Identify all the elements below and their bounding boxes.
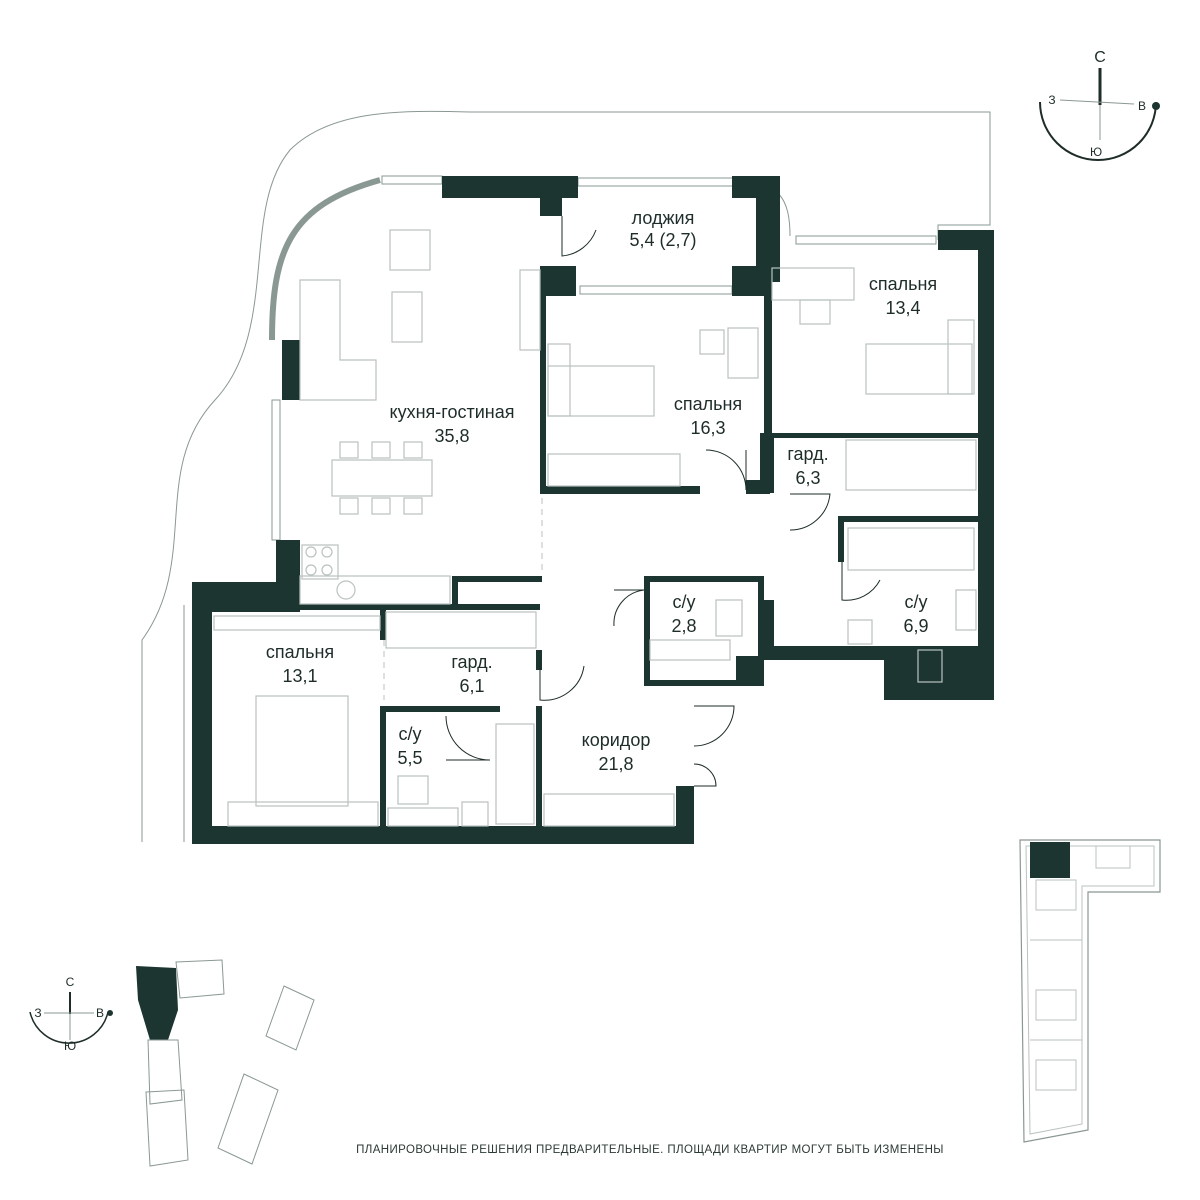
compass-main-north: С [1094, 49, 1106, 66]
compass-main-west: З [1048, 93, 1055, 107]
room-kitchen-area: 35,8 [434, 426, 469, 446]
compass-small: С Ю З В [29, 975, 113, 1053]
room-bath1-area: 2,8 [671, 616, 696, 636]
room-kitchen-name: кухня-гостиная [390, 402, 515, 422]
room-loggia-name: лоджия [632, 208, 695, 228]
room-corridor-name: коридор [582, 730, 651, 750]
compass-small-east: В [96, 1006, 104, 1020]
curved-window [269, 177, 381, 341]
room-wardrobe2-area: 6,1 [459, 676, 484, 696]
doors [383, 216, 881, 787]
room-bath3-area: 5,5 [397, 748, 422, 768]
room-loggia-area: 5,4 (2,7) [629, 230, 696, 250]
room-wardrobe1-name: гард. [787, 444, 828, 464]
east-dot-icon [1152, 102, 1160, 110]
room-wardrobe2-name: гард. [451, 652, 492, 672]
room-bath3-name: с/у [398, 724, 421, 744]
room-bedroom2-name: спальня [869, 274, 937, 294]
east-dot-small-icon [107, 1010, 113, 1016]
room-corridor-area: 21,8 [598, 754, 633, 774]
compass-main-south: Ю [1090, 145, 1102, 159]
room-bedroom3-area: 13,1 [282, 666, 317, 686]
compass-main: С Ю З В [1039, 49, 1160, 161]
room-bath2-area: 6,9 [903, 616, 928, 636]
room-bath1-name: с/у [672, 592, 695, 612]
room-labels: лоджия 5,4 (2,7) кухня-гостиная 35,8 спа… [266, 208, 937, 774]
compass-main-east: В [1138, 99, 1146, 113]
room-bedroom1-area: 16,3 [690, 418, 725, 438]
compass-small-south: Ю [64, 1039, 76, 1053]
compass-small-west: З [34, 1006, 41, 1020]
room-bedroom2-area: 13,4 [885, 298, 920, 318]
room-bedroom1-name: спальня [674, 394, 742, 414]
compass-small-north: С [66, 975, 75, 989]
curved-window-inner [277, 185, 383, 341]
site-plan [136, 959, 315, 1167]
building-key-plan [1019, 839, 1161, 1143]
disclaimer-text: ПЛАНИРОВОЧНЫЕ РЕШЕНИЯ ПРЕДВАРИТЕЛЬНЫЕ. П… [356, 1144, 944, 1156]
furniture [213, 229, 977, 827]
room-bath2-name: с/у [904, 592, 927, 612]
terrace-outline [141, 110, 991, 842]
room-wardrobe1-area: 6,3 [795, 468, 820, 488]
room-bedroom3-name: спальня [266, 642, 334, 662]
walls [192, 176, 994, 844]
